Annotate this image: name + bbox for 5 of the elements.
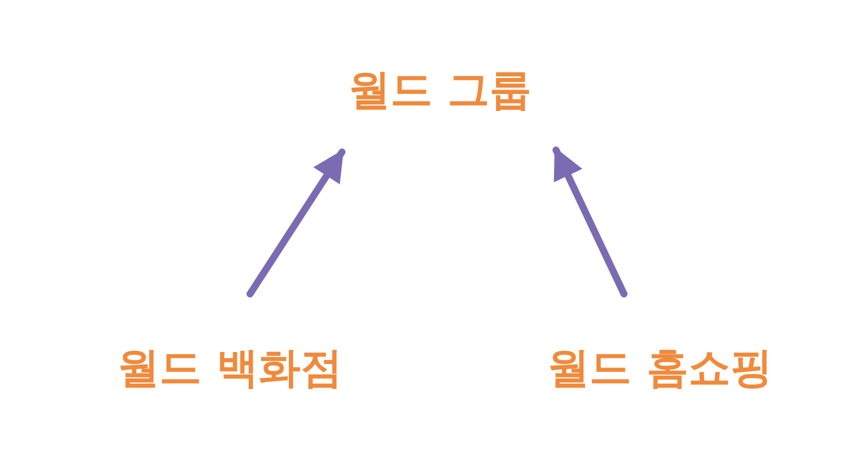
node-label: 월드 백화점 — [105, 340, 355, 396]
arrow — [552, 146, 628, 298]
node-label: 월드 홈쇼핑 — [535, 340, 785, 396]
arrow — [246, 148, 346, 298]
node-label: 월드 그룹 — [330, 62, 550, 118]
